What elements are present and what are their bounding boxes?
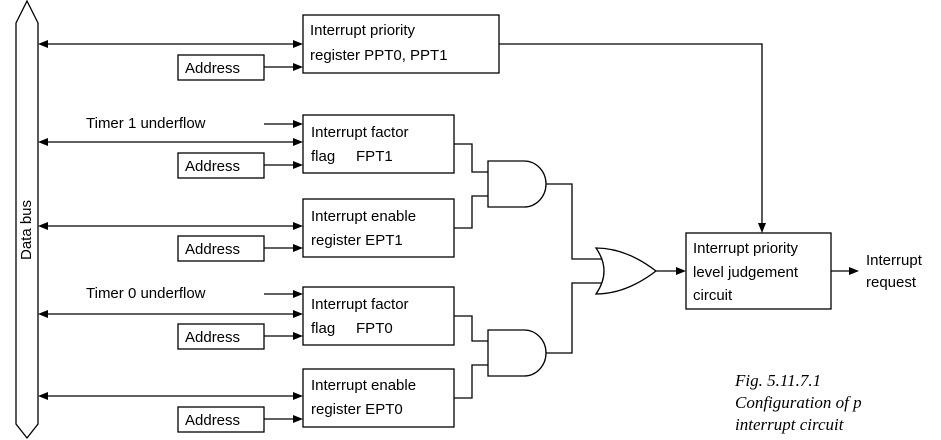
ept0-register-block: Interrupt enable register EPT0 [302, 368, 455, 428]
svg-text:Interrupt factor: Interrupt factor [311, 124, 409, 141]
svg-text:flag FPT1: flag FPT1 [311, 148, 393, 165]
svg-text:register PPT0, PPT1: register PPT0, PPT1 [310, 47, 448, 64]
svg-text:circuit: circuit [693, 287, 733, 304]
fpt0-flag-block: Interrupt factor flag FPT0 [302, 286, 455, 346]
or-gate [594, 247, 658, 295]
data-bus-label: Data bus [18, 200, 35, 260]
ept1-register-block: Interrupt enable register EPT1 [302, 198, 455, 258]
address-arrows [264, 63, 303, 423]
priority-judgement-block: Interrupt priority level judgement circu… [685, 232, 832, 310]
address-box-fpt0: Address [177, 323, 265, 350]
svg-text:Address: Address [185, 412, 240, 429]
address-box-ept1: Address [177, 235, 265, 262]
svg-text:register EPT1: register EPT1 [311, 232, 403, 249]
figure-caption: Fig. 5.11.7.1 Configuration of p interru… [734, 371, 862, 434]
interrupt-request-label: Interrupt request [866, 252, 923, 291]
data-bus [15, 0, 39, 440]
timer1-input: Timer 1 underflow [86, 115, 303, 132]
svg-text:level judgement: level judgement [693, 264, 799, 281]
svg-text:Address: Address [185, 241, 240, 258]
and-gate-timer0 [487, 329, 547, 377]
svg-text:register EPT0: register EPT0 [311, 401, 403, 418]
bus-connections [38, 40, 303, 400]
ppt-register-block: Interrupt priority register PPT0, PPT1 [302, 14, 500, 74]
svg-text:Interrupt enable: Interrupt enable [311, 208, 416, 225]
timer0-input: Timer 0 underflow [86, 285, 303, 302]
svg-text:Interrupt: Interrupt [866, 252, 923, 269]
svg-text:Address: Address [185, 60, 240, 77]
address-box-ept0: Address [177, 406, 265, 433]
svg-text:flag FPT0: flag FPT0 [311, 320, 393, 337]
svg-text:Configuration of p: Configuration of p [735, 393, 862, 412]
address-box-ppt: Address [177, 54, 265, 81]
svg-text:Interrupt priority: Interrupt priority [693, 240, 799, 257]
svg-text:Address: Address [185, 158, 240, 175]
address-box-fpt1: Address [177, 152, 265, 179]
svg-text:Timer 1 underflow: Timer 1 underflow [86, 115, 206, 132]
svg-text:interrupt circuit: interrupt circuit [735, 415, 845, 434]
svg-text:request: request [866, 274, 917, 291]
svg-text:Timer 0 underflow: Timer 0 underflow [86, 285, 206, 302]
and-gate-timer1 [487, 160, 547, 208]
svg-text:Interrupt enable: Interrupt enable [311, 377, 416, 394]
svg-text:Interrupt priority: Interrupt priority [310, 22, 416, 39]
svg-text:Fig. 5.11.7.1: Fig. 5.11.7.1 [734, 371, 821, 390]
logic-wiring [454, 43, 859, 399]
svg-text:Address: Address [185, 329, 240, 346]
fpt1-flag-block: Interrupt factor flag FPT1 [302, 114, 455, 174]
svg-text:Interrupt factor: Interrupt factor [311, 296, 409, 313]
